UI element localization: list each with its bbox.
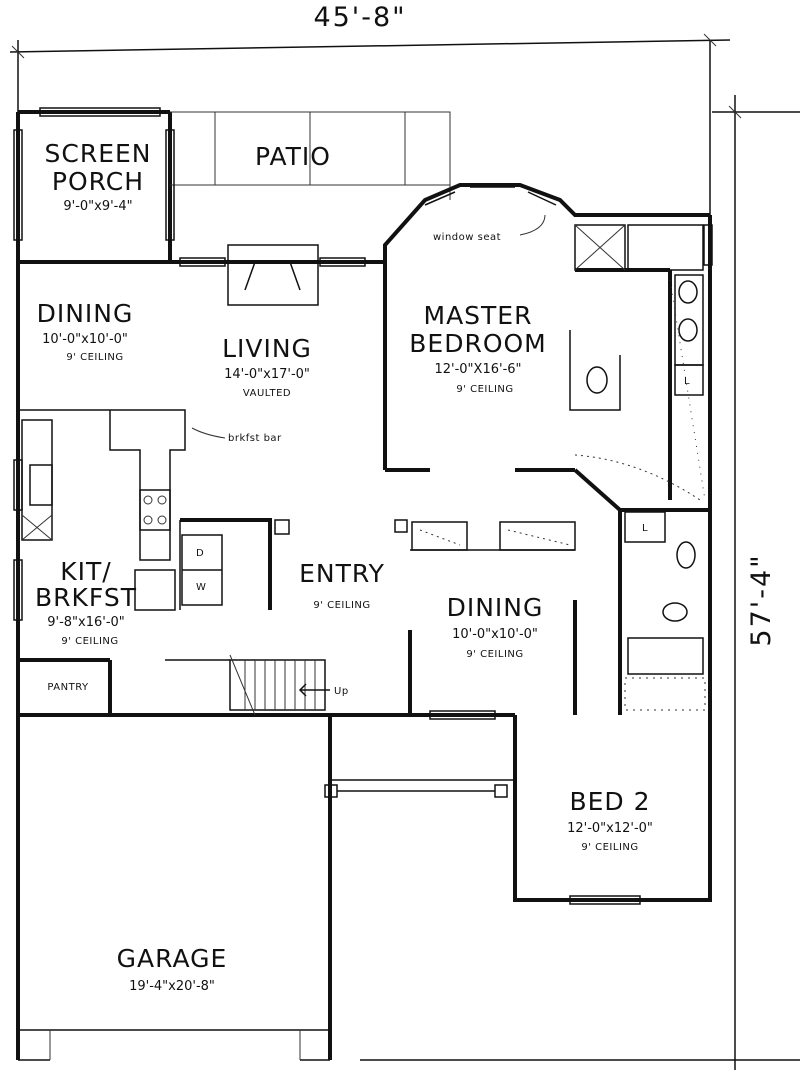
bed2-name: BED 2 (569, 787, 650, 816)
linen-label-2: L (642, 523, 648, 534)
room-kitchen: KIT/ BRKFST 9'-8"x16'-0" 9' CEILING (35, 557, 137, 647)
dining-right-size: 10'-0"x10'-0" (452, 627, 538, 642)
dining-left-name: DINING (37, 299, 134, 328)
windows (13, 107, 713, 905)
stair-treads (244, 660, 316, 710)
brkfst-bar-label: brkfst bar (228, 433, 282, 444)
entry-ceiling: 9' CEILING (313, 600, 370, 611)
dining-right-name: DINING (447, 593, 544, 622)
screen-porch-name-2: PORCH (52, 167, 144, 196)
window-seat-label: window seat (433, 232, 501, 243)
bed2-ceiling: 9' CEILING (581, 842, 638, 853)
screen-porch-size: 9'-0"x9'-4" (63, 199, 132, 214)
room-dining-right: DINING 10'-0"x10'-0" 9' CEILING (447, 593, 544, 660)
living-ceiling: VAULTED (243, 388, 291, 399)
fireplace (227, 244, 319, 306)
overall-width-label: 45'-8" (313, 2, 406, 33)
dining-right-ceiling: 9' CEILING (466, 649, 523, 660)
room-master-bedroom: MASTER BEDROOM 12'-0"X16'-6" 9' CEILING (409, 301, 547, 395)
overall-depth-label: 57'-4" (746, 553, 777, 646)
linen-label-1: L (684, 376, 690, 387)
garage-name: GARAGE (117, 944, 228, 973)
kitchen-name-1: KIT/ (60, 557, 111, 586)
room-entry: ENTRY 9' CEILING (299, 559, 385, 611)
patio-name: PATIO (255, 142, 331, 171)
pantry-name: PANTRY (47, 682, 89, 693)
room-screen-porch: SCREEN PORCH 9'-0"x9'-4" (45, 139, 152, 214)
exterior-walls (16, 110, 712, 1061)
living-size: 14'-0"x17'-0" (224, 367, 310, 382)
room-living: LIVING 14'-0"x17'-0" VAULTED (222, 334, 312, 399)
master-name-1: MASTER (424, 301, 533, 330)
room-garage: GARAGE 19'-4"x20'-8" (117, 944, 228, 994)
stairs-up-label: Up (334, 686, 349, 697)
dimension-lines (9, 33, 800, 1070)
living-name: LIVING (222, 334, 312, 363)
master-size: 12'-0"X16'-6" (434, 362, 521, 377)
kitchen-name-2: BRKFST (35, 583, 137, 612)
master-ceiling: 9' CEILING (456, 384, 513, 395)
kitchen-size: 9'-8"x16'-0" (47, 615, 125, 630)
room-bed2: BED 2 12'-0"x12'-0" 9' CEILING (567, 787, 653, 853)
dining-left-ceiling: 9' CEILING (66, 352, 123, 363)
room-dining-left: DINING 10'-0"x10'-0" 9' CEILING (37, 299, 134, 363)
dryer-label: D (196, 548, 204, 559)
washer-label: W (196, 582, 206, 593)
interior-walls (18, 224, 710, 798)
bed2-size: 12'-0"x12'-0" (567, 821, 653, 836)
screen-porch-name-1: SCREEN (45, 139, 152, 168)
entry-name: ENTRY (299, 559, 385, 588)
master-name-2: BEDROOM (409, 329, 547, 358)
dining-left-size: 10'-0"x10'-0" (42, 332, 128, 347)
garage-size: 19'-4"x20'-8" (129, 979, 215, 994)
kitchen-ceiling: 9' CEILING (61, 636, 118, 647)
